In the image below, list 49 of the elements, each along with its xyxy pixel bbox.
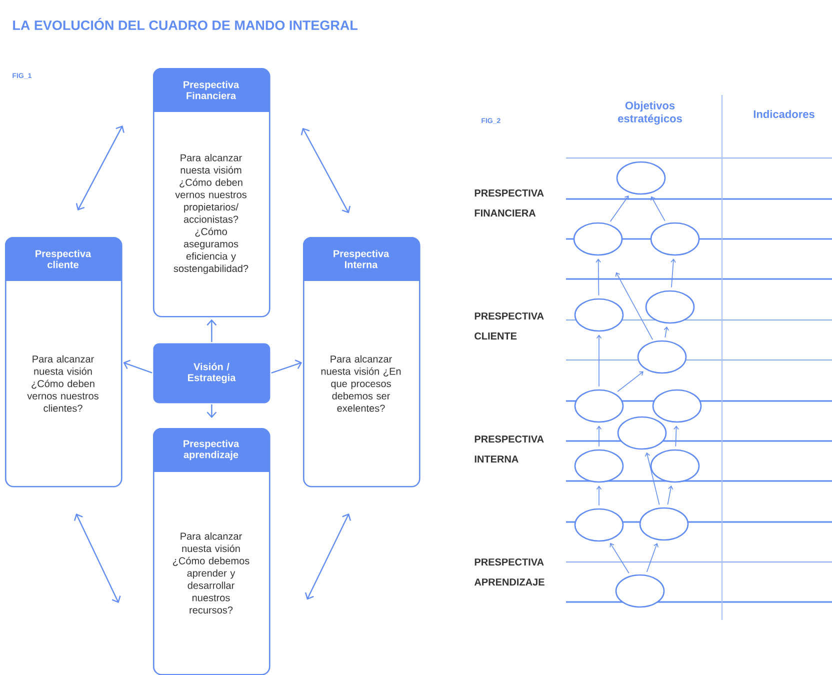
- arrow: [596, 486, 602, 506]
- strategy-box: Visión / Estrategia: [153, 343, 270, 404]
- arrow: [206, 319, 217, 342]
- arrow: [304, 513, 352, 600]
- objective-ellipse: [574, 389, 624, 423]
- arrow: [596, 426, 602, 447]
- objective-ellipse: [616, 161, 666, 195]
- arrow: [664, 326, 669, 338]
- row-label: PRESPECTIVA FINANCIERA: [474, 189, 544, 217]
- arrow: [617, 371, 644, 392]
- arrow: [670, 258, 676, 288]
- objective-ellipse: [650, 449, 700, 483]
- objective-ellipse: [574, 508, 624, 542]
- objective-ellipse: [652, 389, 702, 423]
- arrow: [76, 125, 124, 210]
- column-heading: Indicadores: [754, 110, 814, 118]
- row-label: PRESPECTIVA APRENDIZAJE: [474, 558, 544, 586]
- arrow: [650, 196, 666, 222]
- objective-ellipse: [617, 416, 667, 450]
- objective-ellipse: [573, 222, 623, 256]
- arrow: [271, 360, 302, 374]
- arrow: [596, 334, 602, 387]
- objective-ellipse: [650, 222, 700, 256]
- title: LA EVOLUCIÓN DEL CUADRO DE MANDO INTEGRAL: [13, 18, 358, 30]
- objective-ellipse: [615, 574, 665, 608]
- arrow: [644, 452, 660, 506]
- perspective-card: Prespectiva Financiera Para alcanzar nuesta visióm ¿Cómo deben vernos nuestros propietarios/ accionistas? ¿Cómo aseguramos eficiencia y sostengabilidad?: [153, 68, 270, 318]
- arrow: [123, 360, 152, 374]
- perspective-card: Prespectiva aprendizaje Para alcanzar nuesta visión ¿Cómo debemos aprender y desarrollar nuestros recursos?: [153, 428, 270, 675]
- arrow: [206, 404, 217, 418]
- objective-ellipse: [574, 298, 624, 332]
- objective-ellipse: [637, 340, 687, 374]
- column-heading: Objetivos estratégicos: [618, 101, 682, 125]
- arrow: [596, 258, 601, 296]
- row-label: PRESPECTIVA CLIENTE: [474, 312, 544, 340]
- objective-ellipse: [574, 449, 624, 483]
- arrow: [610, 196, 629, 222]
- arrow: [615, 272, 653, 340]
- arrow: [610, 542, 630, 574]
- perspective-card: Prespectiva cliente Para alcanzar nuesta visión ¿Cómo deben vernos nuestros clientes?: [5, 237, 122, 488]
- arrow: [674, 426, 679, 447]
- perspective-card: Prespectiva Interna Para alcanzar nuesta visión ¿En que procesos debemos ser exelentes?: [303, 237, 420, 488]
- row-label: PRESPECTIVA INTERNA: [474, 436, 544, 462]
- arrow: [74, 514, 121, 604]
- arrow: [300, 128, 351, 214]
- arrow: [667, 485, 674, 505]
- arrow: [646, 543, 658, 572]
- objective-ellipse: [639, 507, 689, 541]
- objective-ellipse: [645, 290, 695, 324]
